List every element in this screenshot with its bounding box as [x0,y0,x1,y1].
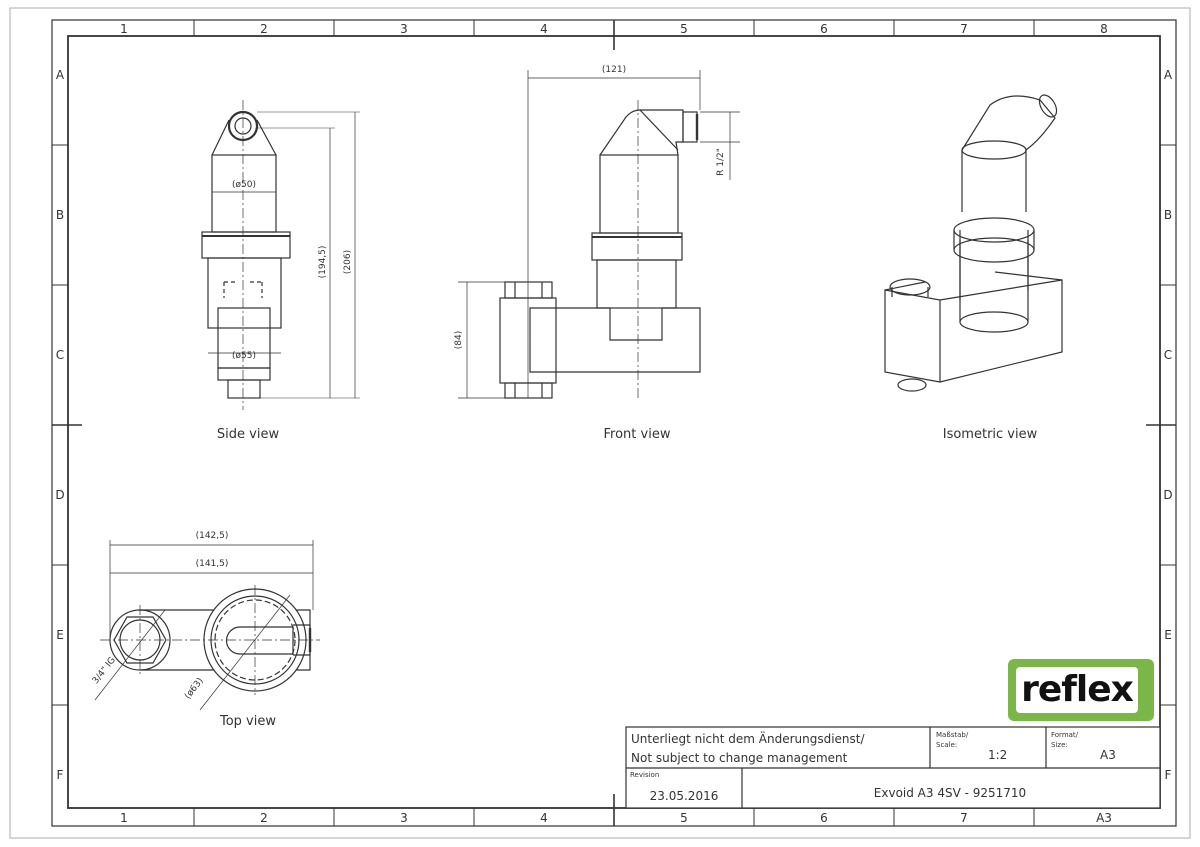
reflex-logo: reflex [1008,659,1154,721]
row-label: F [1165,768,1172,782]
dim-84: (84) [454,331,464,349]
row-label: E [56,628,64,642]
col-label: 7 [960,22,968,36]
dim-121: (121) [602,65,626,75]
side-view-label: Side view [217,427,280,442]
inner-frame [67,35,1161,809]
col-label: 1 [120,811,128,825]
col-label: 2 [260,22,268,36]
dim-dia-55: (ø55) [232,351,256,361]
col-label: 3 [400,22,408,36]
drawing-title: Exvoid A3 4SV - 9251710 [874,786,1026,800]
top-view [94,540,320,711]
format-label-de: Format/ [1051,731,1079,739]
row-label: D [1163,488,1172,502]
isometric-view-label: Isometric view [943,427,1038,442]
grid-labels: 1 2 3 4 5 6 7 8 1 2 3 4 5 6 7 A3 A B C D… [55,22,1173,825]
scale-label-en: Scale: [936,741,957,749]
dim-dia-63: (ø63) [183,676,206,701]
col-label: 1 [120,22,128,36]
col-label: 6 [820,811,828,825]
col-label: 5 [680,811,688,825]
dim-142-5: (142,5) [196,531,229,541]
side-view [201,100,360,410]
col-label: 6 [820,22,828,36]
col-label: A3 [1096,811,1112,825]
row-label: C [56,348,64,362]
row-label: C [1164,348,1172,362]
col-label: 2 [260,811,268,825]
front-view-label: Front view [604,427,671,442]
col-label: 4 [540,22,548,36]
col-label: 4 [540,811,548,825]
logo-text: reflex [1016,667,1138,713]
dim-194-5: (194,5) [318,246,328,279]
row-label: E [1164,628,1172,642]
front-view [458,70,740,400]
row-label: A [1164,68,1173,82]
page-border [9,7,1191,839]
title-block [625,726,1161,809]
dim-dia-50: (ø50) [232,180,256,190]
revision-date: 23.05.2016 [650,789,719,803]
dim-141-5: (141,5) [196,559,229,569]
scale-value: 1:2 [988,748,1007,762]
row-label: A [56,68,65,82]
scale-label-de: Maßstab/ [936,731,969,739]
dim-206: (206) [343,250,353,274]
dim-r-half-inch: R 1/2" [716,148,726,176]
top-view-label: Top view [219,714,276,729]
col-label: 3 [400,811,408,825]
dim-3-4-ig: 3/4" IG [91,655,118,686]
row-label: B [56,208,64,222]
col-label: 8 [1100,22,1108,36]
format-label-en: Size: [1051,741,1068,749]
grid-ticks [52,20,1176,826]
revision-label: Revision [630,771,659,779]
col-label: 7 [960,811,968,825]
isometric-view [884,94,1063,392]
row-label: B [1164,208,1172,222]
notice-line-1: Unterliegt nicht dem Änderungsdienst/ [631,731,865,746]
row-label: F [57,768,64,782]
format-value: A3 [1100,748,1116,762]
row-label: D [55,488,64,502]
col-label: 5 [680,22,688,36]
notice-line-2: Not subject to change management [631,751,848,765]
